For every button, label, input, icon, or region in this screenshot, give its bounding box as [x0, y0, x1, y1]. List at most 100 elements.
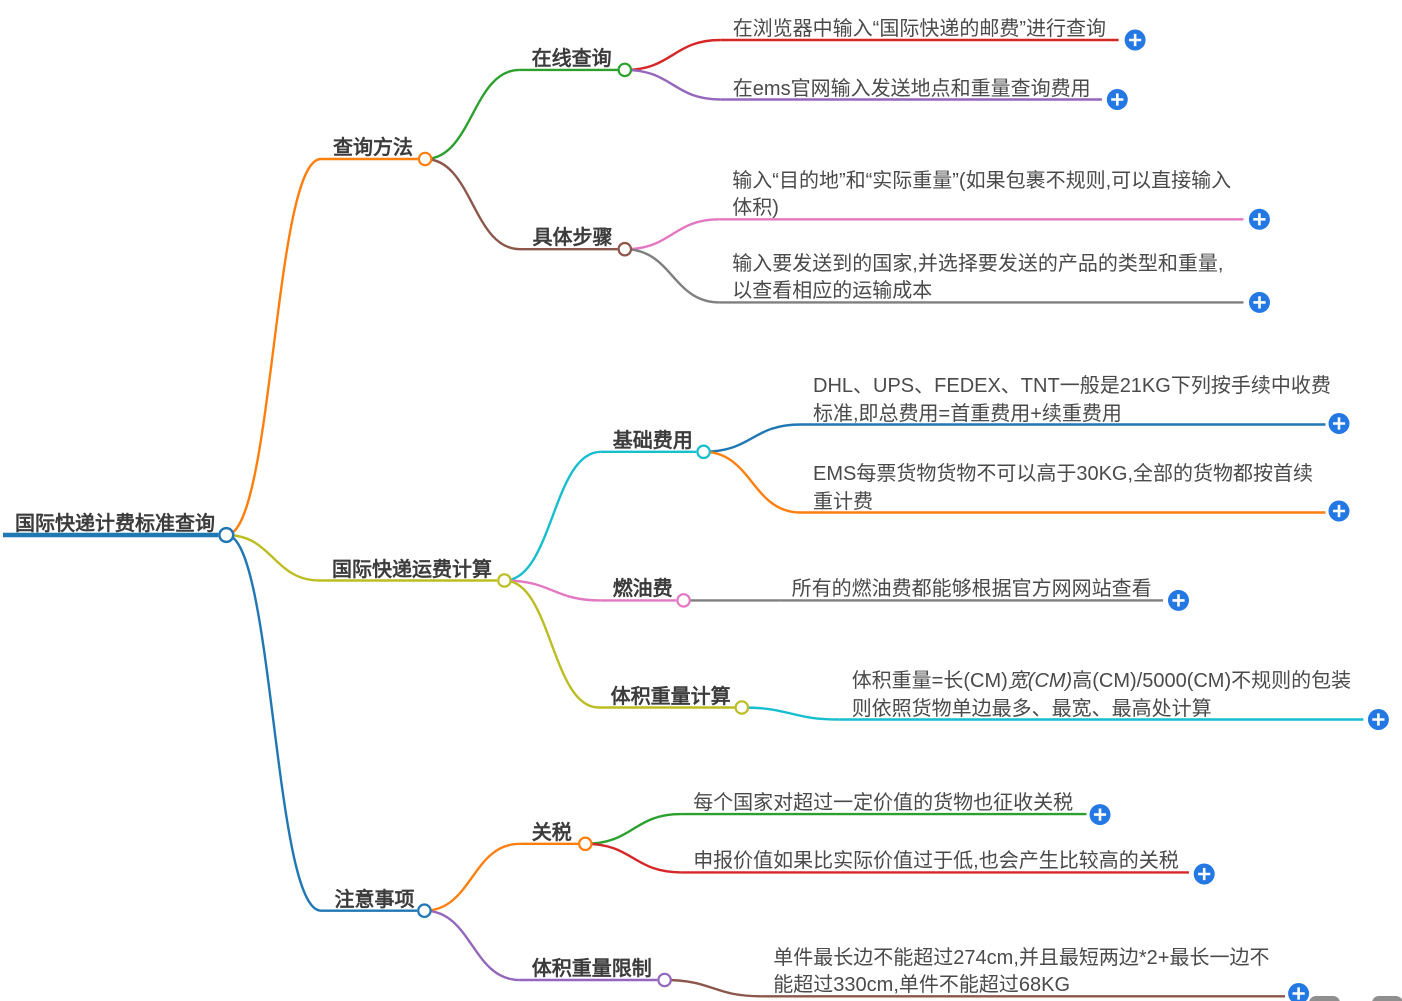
node-collapse-circle[interactable] [657, 972, 672, 988]
leaf-node-text[interactable]: 每个国家对超过一定价值的货物也征收关税 [693, 790, 1073, 818]
leaf-text-segment: 宽(CM) [1007, 670, 1073, 692]
mindmap-link [504, 579, 601, 602]
node-collapse-circle[interactable] [417, 903, 432, 918]
leaf-node-text[interactable]: 体积重量=长(CM)宽(CM)高(CM)/5000(CM)不规则的包装则依照货物… [852, 668, 1351, 723]
mindmap-link [424, 909, 520, 982]
add-child-button[interactable] [1328, 500, 1350, 522]
add-child-button[interactable] [1248, 208, 1270, 230]
plus-icon [1292, 987, 1305, 1000]
node-collapse-circle[interactable] [617, 241, 633, 257]
leaf-node-text[interactable]: 输入“目的地”和“实际重量”(如果包裹不规则,可以直接输入体积) [732, 168, 1231, 223]
node-collapse-circle[interactable] [497, 573, 512, 588]
mindmap-link [664, 978, 762, 998]
leaf-node-text[interactable]: 所有的燃油费都能够根据官方网网站查看 [792, 576, 1152, 604]
add-child-button[interactable] [1288, 983, 1310, 1001]
leaf-text-line: EMS每票货物货物不可以高于30KG,全部的货物都按首续 [813, 461, 1313, 489]
mindmap-link [624, 218, 720, 251]
branch-node-label[interactable]: 注意事项 [334, 888, 415, 911]
leaf-node-text[interactable]: EMS每票货物货物不可以高于30KG,全部的货物都按首续重计费 [813, 461, 1313, 516]
leaf-node-text[interactable]: 输入要发送到的国家,并选择要发送的产品的类型和重量,以查看相应的运输成本 [732, 251, 1223, 306]
node-collapse-circle[interactable] [417, 151, 433, 167]
add-child-button[interactable] [1367, 709, 1389, 730]
leaf-text-line: 申报价值如果比实际价值过于低,也会产生比较高的关税 [693, 848, 1179, 876]
add-child-button[interactable] [1168, 589, 1189, 611]
node-collapse-circle[interactable] [734, 700, 750, 715]
leaf-text-segment: 体积重量=长(CM) [851, 670, 1008, 692]
leaf-text-line: 每个国家对超过一定价值的货物也征收关税 [693, 790, 1073, 818]
mindmap-link [703, 423, 801, 453]
branch-node-label[interactable]: 具体步骤 [532, 227, 613, 250]
add-child-button[interactable] [1328, 413, 1350, 434]
plus-icon [1111, 93, 1124, 106]
root-collapse-circle[interactable] [218, 526, 235, 544]
leaf-text-segment: 能超过330cm,单件不能超过68KG [773, 974, 1071, 997]
mindmap-link [425, 157, 521, 251]
leaf-text-segment: 在浏览器中输入“国际快递的邮费”进行查询 [732, 18, 1107, 40]
leaf-node-text[interactable]: 单件最长边不能超过274cm,并且最短两边*2+最长一边不能超过330cm,单件… [773, 945, 1269, 1000]
leaf-text-line: 体积重量=长(CM)宽(CM)高(CM)/5000(CM)不规则的包装 [852, 668, 1351, 696]
leaf-text-segment: 标准,即总费用=首重费用+续重费用 [813, 402, 1122, 425]
mindmap-link [585, 812, 682, 845]
plus-icon [1253, 296, 1266, 309]
branch-node-label[interactable]: 在线查询 [531, 47, 612, 70]
branch-node-label[interactable]: 基础费用 [612, 429, 693, 452]
root-node-label[interactable]: 国际快递计费标准查询 [15, 513, 215, 535]
leaf-text-line: 标准,即总费用=首重费用+续重费用 [813, 401, 1331, 429]
branch-node-label[interactable]: 国际快递运费计算 [332, 558, 492, 581]
leaf-text-segment: 申报价值如果比实际价值过于低,也会产生比较高的关税 [693, 850, 1179, 873]
node-collapse-circle[interactable] [676, 593, 691, 608]
leaf-text-line: 重计费 [813, 489, 1313, 517]
add-child-button[interactable] [1106, 89, 1128, 110]
node-collapse-circle[interactable] [577, 836, 593, 852]
plus-icon [1253, 213, 1266, 226]
node-collapse-circle[interactable] [617, 62, 633, 78]
leaf-text-line: 所有的燃油费都能够根据官方网网站查看 [792, 576, 1152, 604]
leaf-text-segment: 重计费 [813, 490, 873, 513]
mindmap-link [585, 842, 682, 874]
leaf-text-segment: 在ems官网输入发送地点和重量查询费用 [732, 77, 1091, 100]
branch-node-label[interactable]: 查询方法 [333, 137, 413, 159]
mindmap-link [703, 450, 801, 514]
leaf-text-line: 输入“目的地”和“实际重量”(如果包裹不规则,可以直接输入 [732, 168, 1231, 196]
plus-icon [1332, 417, 1346, 430]
leaf-text-line: DHL、UPS、FEDEX、TNT一般是21KG下列按手续中收费 [813, 373, 1331, 401]
mindmap-link [504, 450, 601, 582]
leaf-node-text[interactable]: 在浏览器中输入“国际快递的邮费”进行查询 [733, 16, 1106, 44]
leaf-text-line: 则依照货物单边最多、最宽、最高处计算 [852, 696, 1351, 724]
leaf-text-segment: 所有的燃油费都能够根据官方网网站查看 [791, 578, 1152, 601]
leaf-text-line: 体积) [732, 195, 1231, 223]
leaf-text-segment: DHL、UPS、FEDEX、TNT一般是21KG下列按手续中收费 [813, 375, 1331, 397]
leaf-text-line: 能超过330cm,单件不能超过68KG [773, 972, 1269, 1000]
leaf-text-segment: 高(CM)/5000(CM)不规则的包装 [1072, 670, 1352, 692]
add-child-button[interactable] [1124, 29, 1146, 51]
node-collapse-circle[interactable] [696, 444, 711, 460]
branch-node-label[interactable]: 燃油费 [612, 578, 673, 601]
leaf-text-segment: 以查看相应的运输成本 [732, 280, 933, 303]
mindmap-link [226, 157, 322, 537]
plus-icon [1198, 867, 1211, 881]
mindmap-link [624, 68, 721, 101]
branch-node-label[interactable]: 体积重量计算 [610, 685, 731, 708]
branch-node-label[interactable]: 关税 [531, 821, 572, 844]
add-child-button[interactable] [1249, 291, 1270, 313]
leaf-text-segment: 则依照货物单边最多、最宽、最高处计算 [851, 697, 1212, 720]
toolbar-button-right[interactable] [1372, 996, 1402, 1001]
leaf-text-line: 以查看相应的运输成本 [732, 278, 1223, 306]
plus-icon [1129, 33, 1142, 47]
add-child-button[interactable] [1089, 804, 1111, 826]
branch-node-label[interactable]: 体积重量限制 [531, 958, 652, 980]
add-child-button[interactable] [1193, 863, 1215, 885]
mindmap-link [424, 842, 520, 912]
mindmap-link [226, 533, 322, 912]
toolbar-button-left[interactable] [1309, 996, 1341, 1001]
leaf-text-line: 输入要发送到的国家,并选择要发送的产品的类型和重量, [732, 251, 1223, 279]
leaf-text-segment: 体积) [732, 197, 779, 220]
leaf-text-segment: 输入“目的地”和“实际重量”(如果包裹不规则,可以直接输入 [732, 169, 1232, 192]
mindmap-link [504, 579, 599, 709]
leaf-node-text[interactable]: 申报价值如果比实际价值过于低,也会产生比较高的关税 [693, 848, 1179, 876]
leaf-node-text[interactable]: DHL、UPS、FEDEX、TNT一般是21KG下列按手续中收费标准,即总费用=… [813, 373, 1331, 428]
leaf-text-segment: 单件最长边不能超过274cm,并且最短两边*2+最长一边不 [773, 946, 1270, 969]
leaf-node-text[interactable]: 在ems官网输入发送地点和重量查询费用 [733, 76, 1091, 104]
